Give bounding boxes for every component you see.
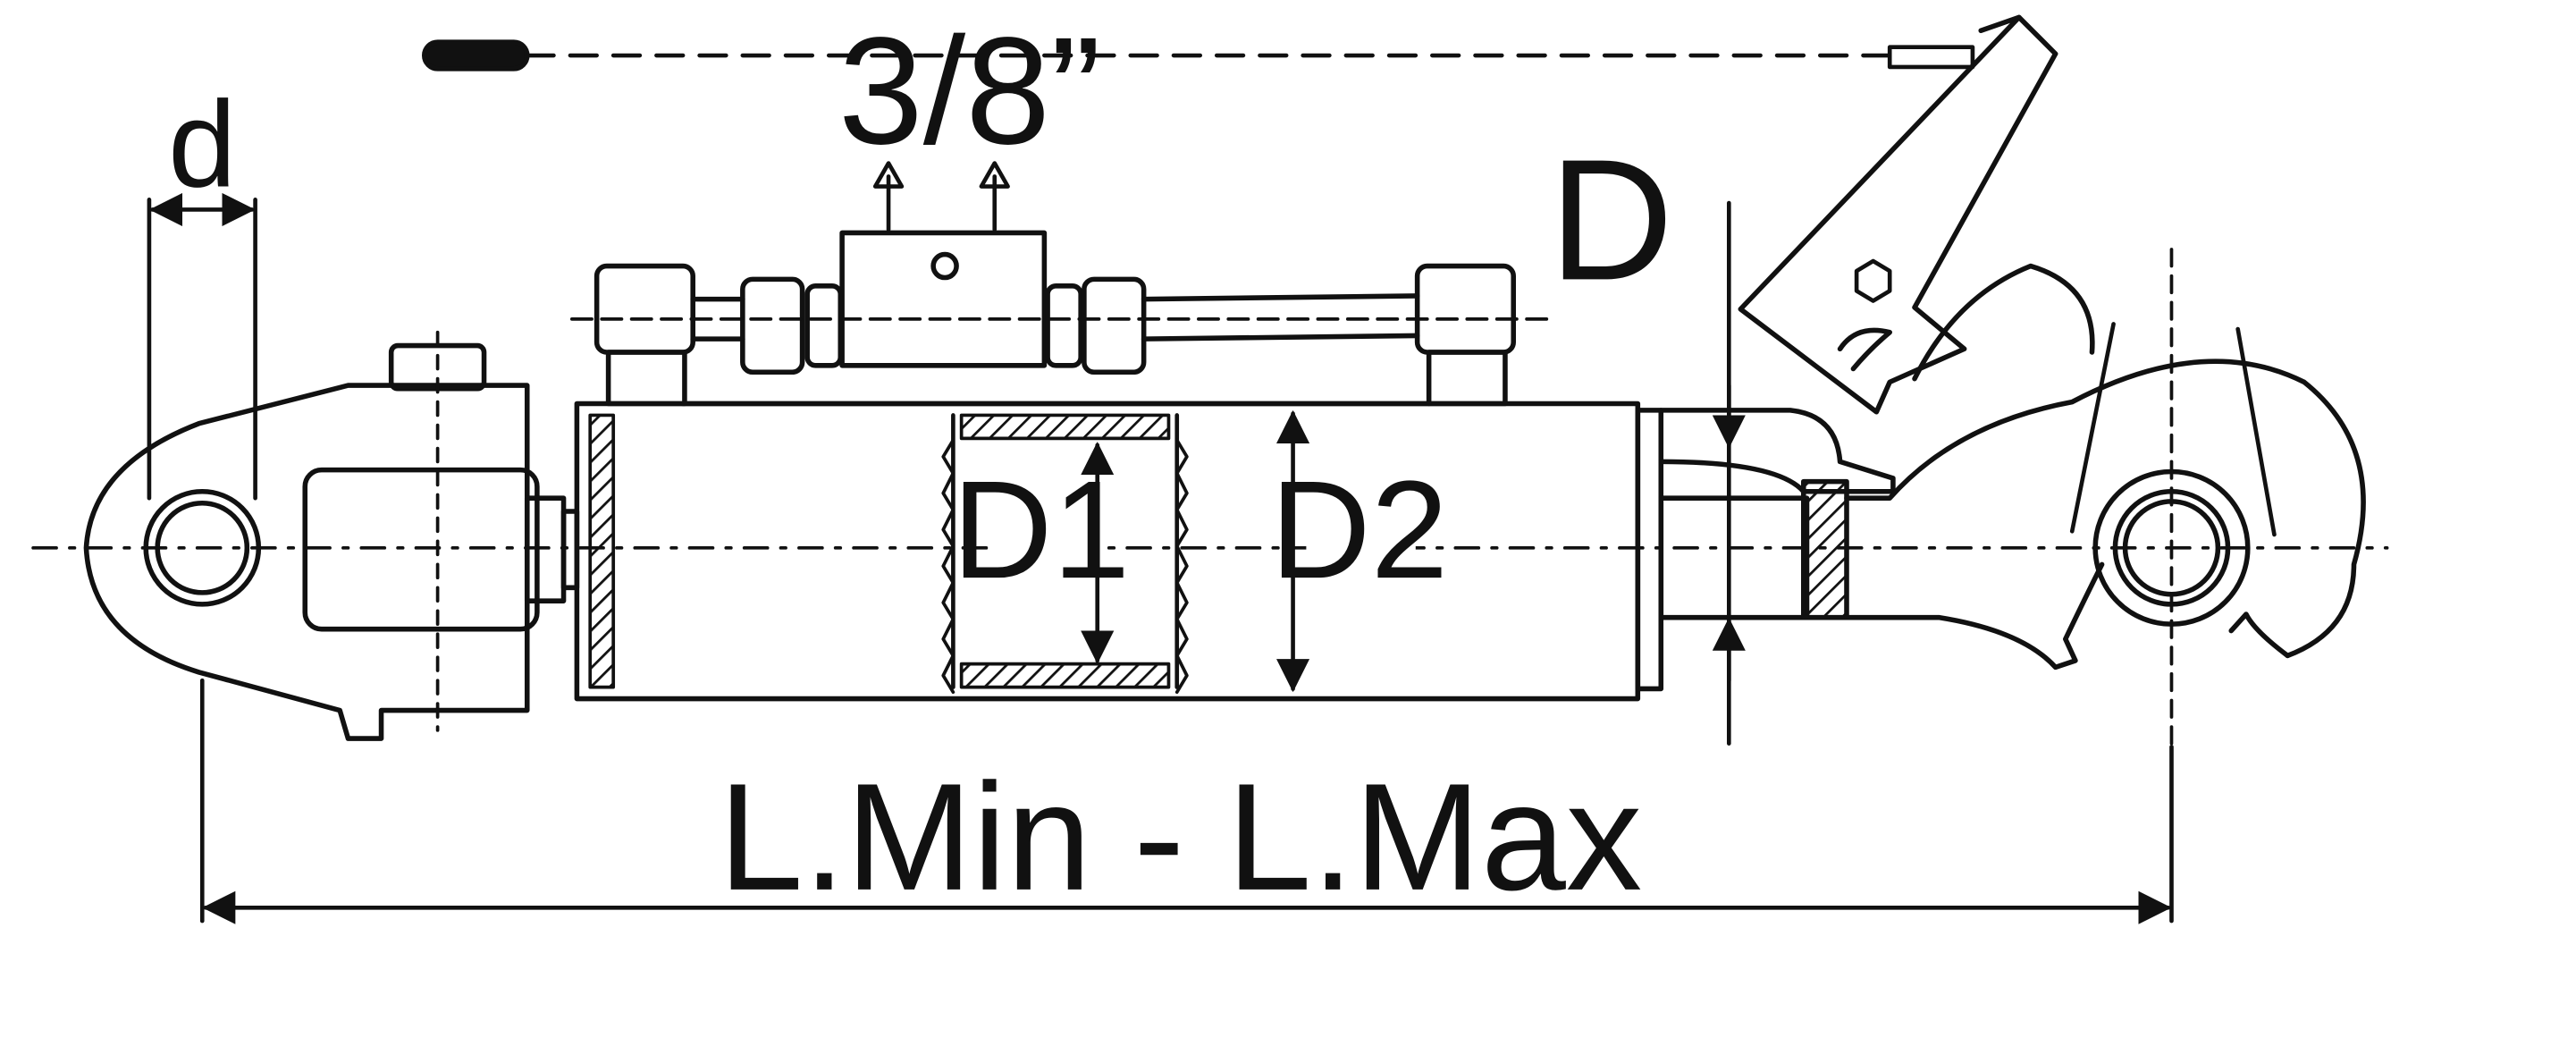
dimension-length [199,678,2174,924]
cylinder-barrel [574,401,1664,702]
dimension-d [147,192,257,501]
bore-diameter-label: D1 [952,452,1130,608]
port-size-label: 3/8” [838,6,1101,176]
length-range-label: L.Min - L.Max [719,753,1642,923]
hydraulic-ports [569,230,1552,407]
outer-diameter-label: D [1549,122,1673,316]
lock-rod [421,39,1975,72]
left-eye-clevis [83,330,580,741]
port-arrows [872,161,1010,232]
small-diameter-label: d [168,77,236,214]
locking-hook [1738,14,2058,415]
barrel-diameter-label: D2 [1270,452,1448,608]
